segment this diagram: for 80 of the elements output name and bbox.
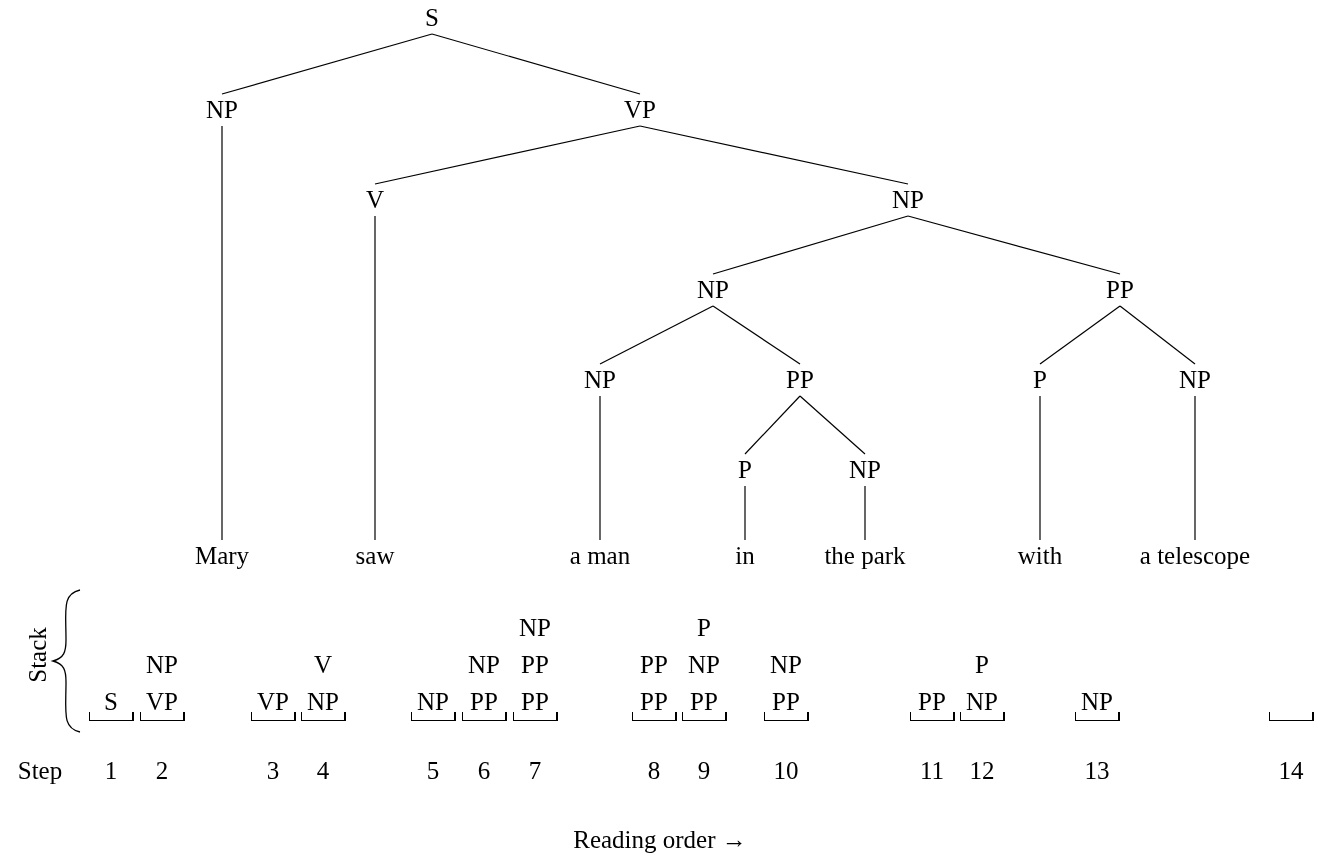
- step-number: 2: [155, 757, 169, 785]
- tree-branch: [221, 33, 433, 95]
- tree-branch: [864, 485, 866, 541]
- step-number: 11: [919, 757, 945, 785]
- stack-symbol: P: [974, 650, 990, 680]
- step-number: 14: [1278, 757, 1304, 785]
- tree-branch: [1039, 305, 1121, 365]
- category-label: V: [365, 186, 385, 214]
- category-label: NP: [584, 366, 616, 394]
- stack-symbol: PP: [917, 687, 947, 717]
- step-number: 1: [104, 757, 118, 785]
- stack-symbol: PP: [771, 687, 801, 717]
- row-title: Step: [17, 757, 63, 785]
- tree-branch: [1039, 395, 1041, 541]
- tree-branch: [599, 305, 714, 365]
- tree-branch: [744, 395, 801, 455]
- word-label: a telescope: [1139, 542, 1251, 570]
- step-number: 9: [697, 757, 711, 785]
- stack-symbol: PP: [469, 687, 499, 717]
- stack-symbol: NP: [965, 687, 999, 717]
- tree-branch: [712, 305, 801, 365]
- stack-symbol: P: [696, 613, 712, 643]
- tree-branch: [1194, 395, 1196, 541]
- step-number: 3: [266, 757, 280, 785]
- stack-symbol: VP: [256, 687, 290, 717]
- stack-symbol: PP: [639, 650, 669, 680]
- tree-branch: [599, 395, 601, 541]
- stack-symbol: NP: [769, 650, 803, 680]
- step-number: 6: [477, 757, 491, 785]
- tree-branch: [374, 215, 376, 541]
- word-label: Mary: [194, 542, 250, 570]
- axis-title: Stack: [24, 627, 52, 683]
- category-label: PP: [786, 366, 814, 394]
- step-number: 7: [528, 757, 542, 785]
- tree-branch: [1119, 305, 1196, 365]
- stack-symbol: NP: [518, 613, 552, 643]
- tree-branch: [639, 125, 909, 185]
- tree-branch: [799, 395, 866, 455]
- stack-symbol: NP: [416, 687, 450, 717]
- category-label: P: [738, 456, 752, 484]
- word-label: saw: [355, 542, 395, 570]
- step-number: 12: [969, 757, 995, 785]
- category-label: PP: [1106, 276, 1134, 304]
- tree-branch: [221, 125, 223, 541]
- stack-symbol: NP: [1080, 687, 1114, 717]
- stack-symbol: PP: [689, 687, 719, 717]
- stack-bracket: [1268, 710, 1314, 721]
- tree-branch: [712, 215, 909, 275]
- word-label: in: [735, 542, 755, 570]
- stack-symbol: V: [312, 650, 334, 680]
- tree-branch: [744, 485, 746, 541]
- tree-branch: [907, 215, 1121, 275]
- category-label: NP: [1179, 366, 1211, 394]
- category-label: VP: [624, 96, 656, 124]
- stack-symbol: PP: [520, 650, 550, 680]
- word-label: the park: [824, 542, 906, 570]
- category-label: P: [1033, 366, 1047, 394]
- stack-symbol: PP: [520, 687, 550, 717]
- step-number: 4: [316, 757, 330, 785]
- step-number: 8: [647, 757, 661, 785]
- step-number: 13: [1084, 757, 1110, 785]
- stack-symbol: PP: [639, 687, 669, 717]
- word-label: with: [1017, 542, 1063, 570]
- category-label: S: [425, 4, 439, 32]
- category-label: NP: [206, 96, 238, 124]
- stack-symbol: NP: [306, 687, 340, 717]
- stack-symbol: VP: [145, 687, 179, 717]
- stack-symbol: NP: [687, 650, 721, 680]
- step-number: 5: [426, 757, 440, 785]
- category-label: NP: [849, 456, 881, 484]
- stack-symbol: S: [103, 687, 119, 717]
- tree-branch: [431, 33, 641, 95]
- stack-symbol: NP: [145, 650, 179, 680]
- category-label: NP: [892, 186, 924, 214]
- stack-symbol: NP: [467, 650, 501, 680]
- axis-title: Reading order →: [573, 826, 747, 854]
- step-number: 10: [773, 757, 799, 785]
- word-label: a man: [569, 542, 631, 570]
- category-label: NP: [697, 276, 729, 304]
- tree-branch: [374, 125, 641, 185]
